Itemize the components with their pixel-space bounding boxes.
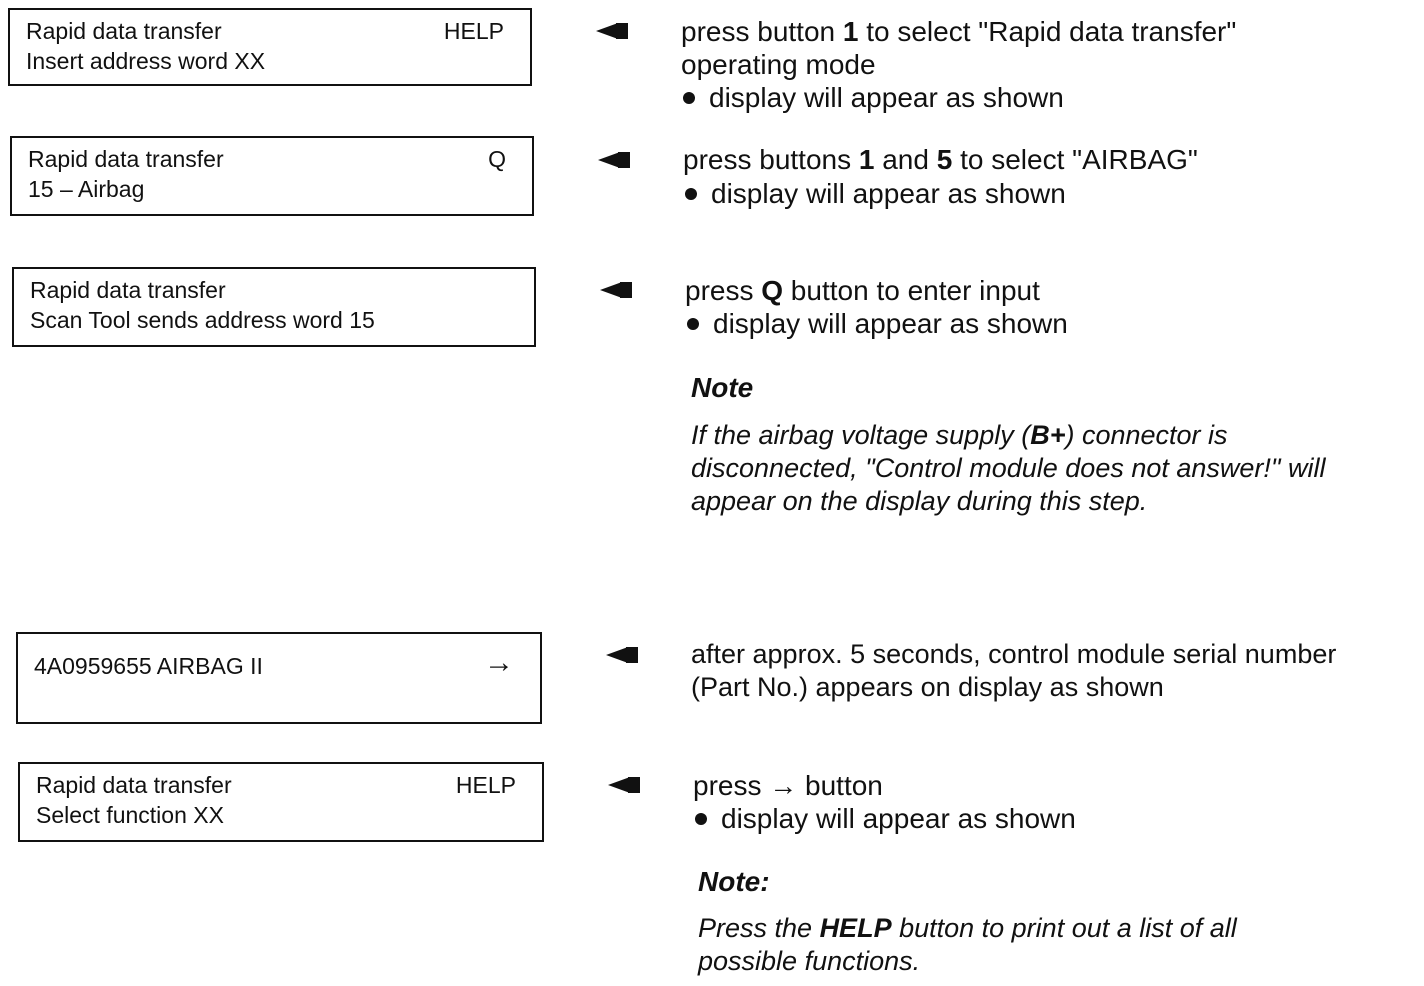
display-line-2: Select function XX (36, 802, 224, 828)
step-1-instruction: press button 1 to select "Rapid data tra… (681, 16, 1237, 47)
step-2-instruction: press buttons 1 and 5 to select "AIRBAG" (683, 144, 1198, 175)
step-4-instruction: after approx. 5 seconds, control module … (691, 639, 1337, 669)
bullet-icon (687, 317, 699, 330)
pointer-arrow-icon (596, 23, 628, 39)
display-help-indicator: HELP (443, 18, 504, 44)
note-text-line-2: disconnected, "Control module does not a… (691, 453, 1326, 483)
display-q-indicator: Q (488, 146, 506, 172)
note-text-line-2: possible functions. (698, 946, 921, 976)
display-rapid-data-transfer-insert-address: Rapid data transfer Insert address word … (8, 8, 532, 86)
display-line-2: Scan Tool sends address word 15 (30, 307, 375, 333)
pointer-arrow-icon (598, 152, 630, 168)
step-5-instruction: press → button (693, 770, 883, 801)
note-text-line-3: appear on the display during this step. (691, 486, 1148, 516)
step-4-instruction-continued: (Part No.) appears on display as shown (691, 672, 1164, 702)
pointer-arrow-icon (600, 282, 632, 298)
display-arrow-indicator: → (484, 646, 514, 679)
display-serial-number: 4A0959655 AIRBAG II → (16, 632, 542, 724)
pointer-arrow-icon (606, 647, 638, 663)
display-help-indicator: HELP (455, 772, 516, 798)
pointer-arrow-icon (608, 777, 640, 793)
note-heading: Note (691, 372, 754, 403)
bullet-icon (683, 91, 695, 104)
display-line-1: Rapid data transfer (28, 146, 224, 172)
display-rapid-data-transfer-select-function: Rapid data transfer Select function XX H… (18, 762, 544, 842)
step-2-result: display will appear as shown (683, 177, 1066, 210)
step-5-result: display will appear as shown (693, 802, 1076, 835)
step-3-instruction: press Q button to enter input (685, 275, 1040, 306)
step-1-result: display will appear as shown (681, 81, 1064, 114)
note-text-line-1: If the airbag voltage supply (B+) connec… (691, 420, 1228, 450)
display-line-1: Rapid data transfer (30, 277, 226, 303)
display-line-2: Insert address word XX (26, 48, 266, 74)
display-line-1: 4A0959655 AIRBAG II (34, 653, 263, 679)
display-line-2: 15 – Airbag (28, 176, 145, 202)
display-line-1: Rapid data transfer (36, 772, 232, 798)
right-arrow-icon: → (769, 770, 798, 801)
step-3-result: display will appear as shown (685, 307, 1068, 340)
step-1-instruction-continued: operating mode (681, 49, 876, 80)
bullet-icon (685, 187, 697, 200)
display-line-1: Rapid data transfer (26, 18, 222, 44)
display-rapid-data-transfer-airbag: Rapid data transfer 15 – Airbag Q (10, 136, 534, 216)
note-heading: Note: (698, 866, 770, 897)
bullet-icon (695, 812, 707, 825)
display-rapid-data-transfer-scan-tool: Rapid data transfer Scan Tool sends addr… (12, 267, 536, 347)
note-text-line-1: Press the HELP button to print out a lis… (698, 913, 1237, 943)
